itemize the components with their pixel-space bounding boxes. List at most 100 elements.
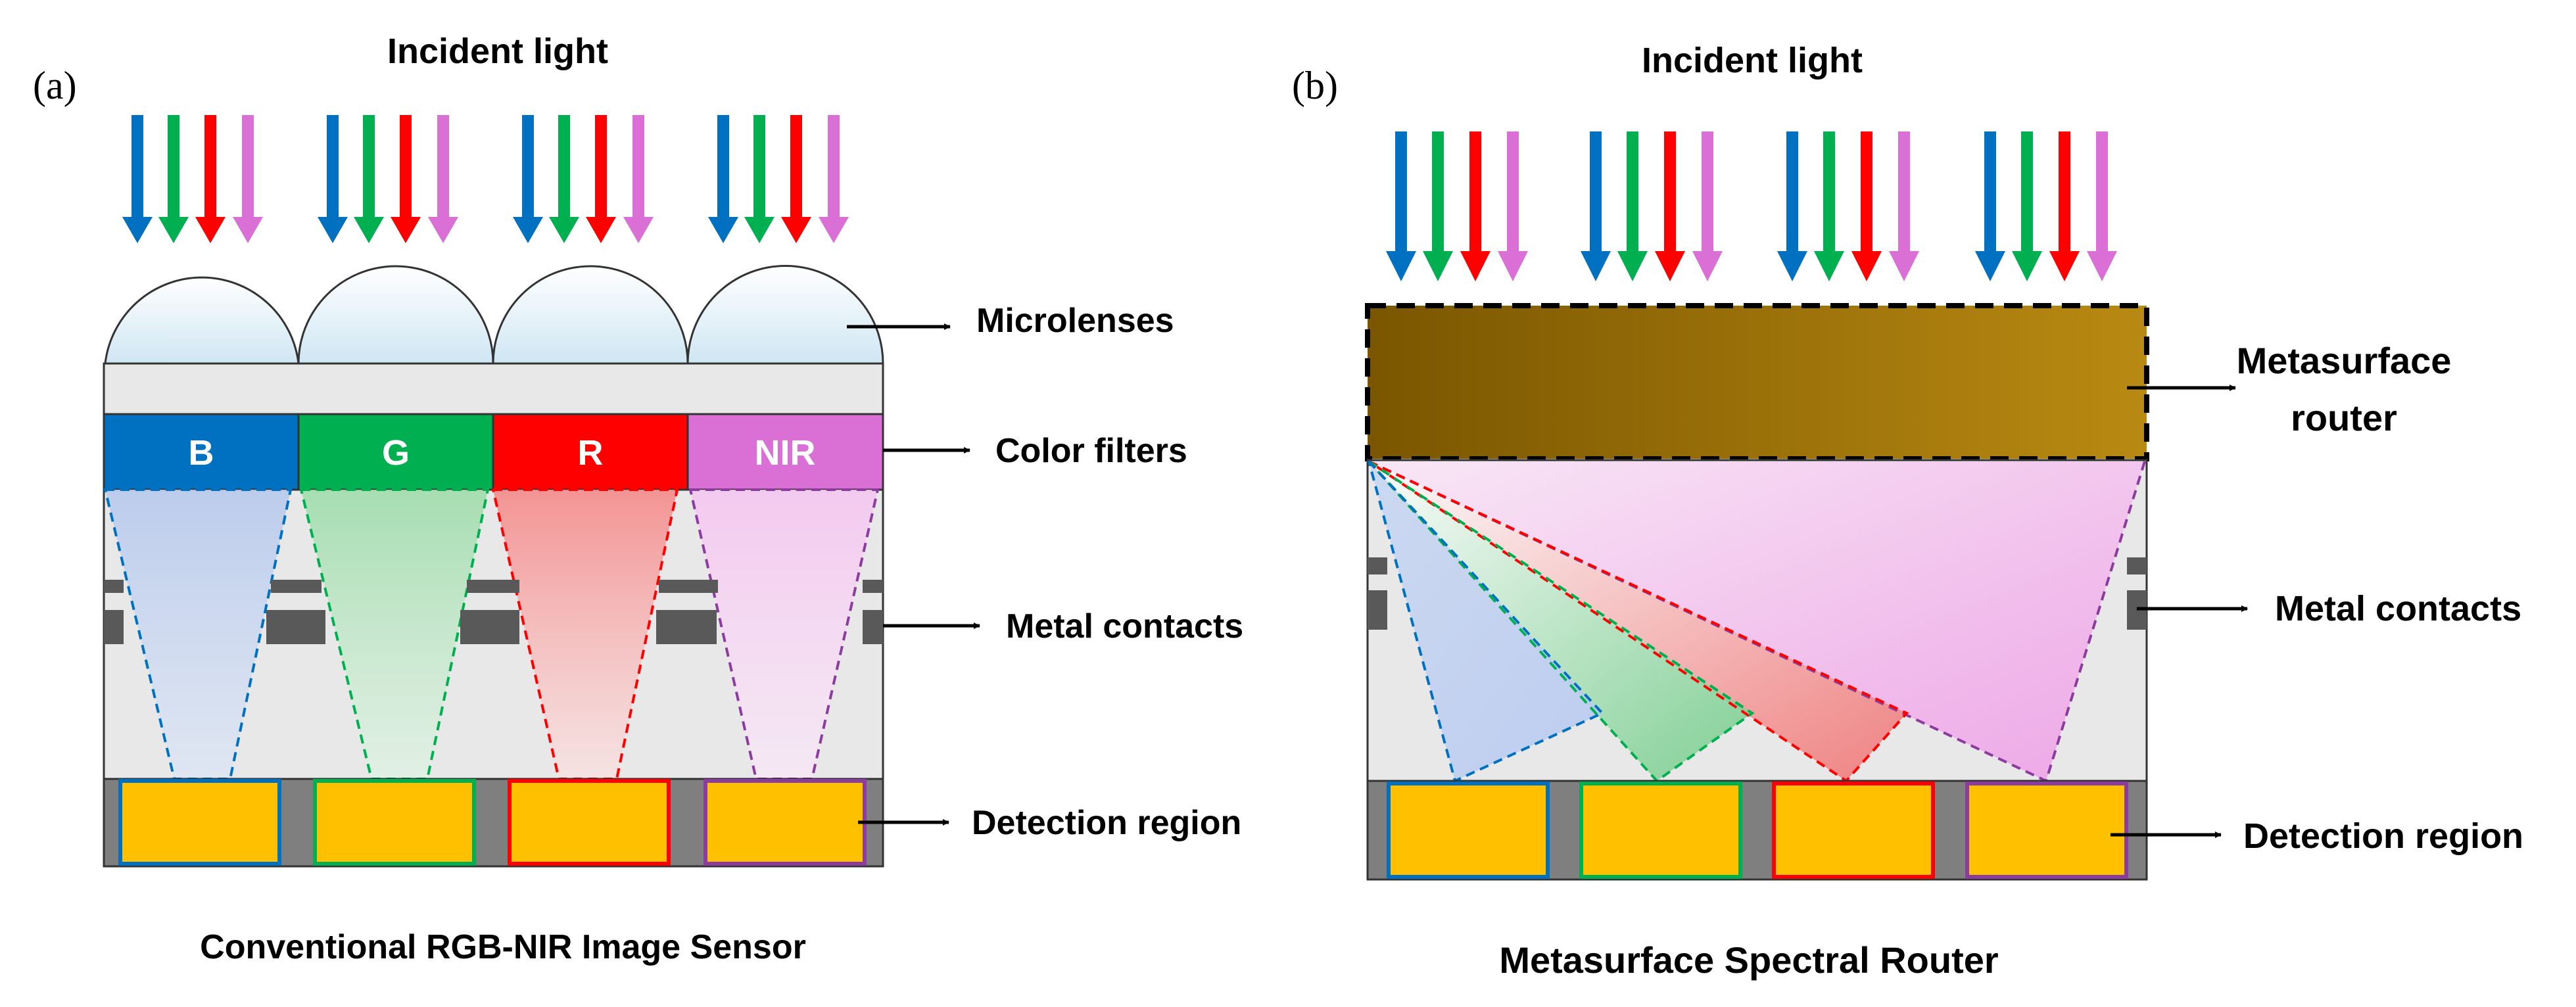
arrow-group-2 xyxy=(318,115,458,243)
panel-a: (a) Incident light xyxy=(33,32,1243,966)
metal-contact xyxy=(863,610,883,644)
metal-contact xyxy=(460,610,519,644)
red-light-arrow xyxy=(1851,131,1882,281)
blue-light-arrow xyxy=(1386,131,1416,281)
microlens-1 xyxy=(104,276,300,365)
metasurface-router-label-line1: Metasurface xyxy=(2237,340,2452,381)
detector-nir xyxy=(1965,782,2128,879)
red-light-arrow xyxy=(2049,131,2080,281)
arrow-group-4 xyxy=(1975,131,2117,281)
metal-contact xyxy=(863,580,883,593)
panel-a-incident-arrows xyxy=(122,115,849,243)
red-routed-beam xyxy=(1369,461,1907,781)
panel-a-incident-light-label: Incident light xyxy=(387,32,608,71)
red-light-arrow xyxy=(1655,131,1685,281)
filter-label-g: G xyxy=(382,433,410,473)
metal-contact xyxy=(1368,557,1387,574)
detection-region-a xyxy=(103,778,884,868)
metal-contact xyxy=(104,610,124,644)
color-filters-label: Color filters xyxy=(995,432,1187,470)
blue-beam-edge xyxy=(1368,460,1605,783)
nir-light-arrow xyxy=(1498,131,1528,281)
green-light-arrow xyxy=(158,115,189,243)
filter-label-nir: NIR xyxy=(755,433,816,473)
green-light-arrow xyxy=(354,115,384,243)
detector-blue xyxy=(1387,782,1550,879)
filter-label-r: R xyxy=(578,433,604,473)
metal-contact xyxy=(467,580,519,593)
green-light-arrow xyxy=(2012,131,2042,281)
blue-light-arrow xyxy=(1581,131,1611,281)
metal-contacts-a xyxy=(104,580,883,644)
green-light-arrow xyxy=(744,115,775,243)
red-light-cone xyxy=(491,488,679,780)
green-routed-beam xyxy=(1369,461,1752,781)
detector-red xyxy=(508,779,671,866)
metal-contact xyxy=(1368,590,1387,630)
blue-light-arrow xyxy=(122,115,153,243)
detector-green xyxy=(1579,782,1742,879)
metal-contact xyxy=(104,580,124,593)
panel-b-incident-light-label: Incident light xyxy=(1642,41,1863,80)
green-beam-edge xyxy=(1368,460,1755,783)
red-beam-edge xyxy=(1368,460,1909,783)
metal-contacts-label-b: Metal contacts xyxy=(2275,589,2521,628)
red-light-arrow xyxy=(195,115,226,243)
spectral-routing-fan xyxy=(1368,460,2146,783)
filter-green xyxy=(297,413,494,491)
blue-light-arrow xyxy=(513,115,543,243)
red-light-arrow xyxy=(1460,131,1491,281)
green-light-arrow xyxy=(1617,131,1648,281)
light-cones xyxy=(103,488,880,780)
arrow-group-1 xyxy=(1386,131,1528,281)
green-light-arrow xyxy=(1423,131,1453,281)
blue-light-arrow xyxy=(1777,131,1807,281)
green-light-cone xyxy=(299,488,490,780)
panel-a-label: (a) xyxy=(33,64,77,107)
panel-b-label: (b) xyxy=(1292,64,1338,107)
blue-light-cone xyxy=(103,488,293,780)
arrow-group-1 xyxy=(122,115,263,243)
arrow-group-3 xyxy=(1777,131,1919,281)
arrow-group-4 xyxy=(708,115,849,243)
arrow-group-3 xyxy=(513,115,654,243)
color-filter-array: B G R NIR xyxy=(103,413,884,491)
panel-a-caption: Conventional RGB-NIR Image Sensor xyxy=(200,928,806,966)
blue-light-arrow xyxy=(1975,131,2005,281)
metal-contact xyxy=(271,580,322,593)
microlenses-label: Microlenses xyxy=(976,302,1174,340)
red-light-arrow xyxy=(391,115,421,243)
blue-light-arrow xyxy=(318,115,348,243)
nir-light-arrow xyxy=(1692,131,1723,281)
blue-light-arrow xyxy=(708,115,738,243)
panel-b-incident-arrows xyxy=(1386,131,2117,281)
metal-contact xyxy=(659,580,718,593)
metal-contacts-label-a: Metal contacts xyxy=(1006,607,1243,645)
nir-light-arrow xyxy=(623,115,654,243)
detector-nir xyxy=(704,779,867,866)
green-light-arrow xyxy=(1814,131,1844,281)
metasurface-router xyxy=(1365,303,2149,461)
microlens-array xyxy=(104,265,884,365)
red-light-arrow xyxy=(781,115,811,243)
red-light-arrow xyxy=(586,115,616,243)
filter-blue xyxy=(103,413,300,491)
nir-light-arrow xyxy=(819,115,849,243)
metal-contact xyxy=(266,610,325,644)
metal-contact xyxy=(2127,557,2147,574)
nir-light-arrow xyxy=(1889,131,1919,281)
detection-region-label-b: Detection region xyxy=(2243,816,2523,856)
detector-red xyxy=(1772,782,1935,879)
nir-routed-beam xyxy=(1369,461,2145,781)
filter-label-b: B xyxy=(189,433,214,473)
panel-b: (b) Incident light xyxy=(1292,41,2523,981)
detection-region-b xyxy=(1366,780,2148,881)
microlens-3 xyxy=(492,265,689,365)
blue-routed-beam xyxy=(1369,461,1602,781)
detector-blue xyxy=(118,779,281,866)
nir-light-arrow xyxy=(428,115,458,243)
panel-b-caption: Metasurface Spectral Router xyxy=(1499,939,1998,981)
microlens-4 xyxy=(686,265,884,365)
microlens-2 xyxy=(297,265,494,365)
